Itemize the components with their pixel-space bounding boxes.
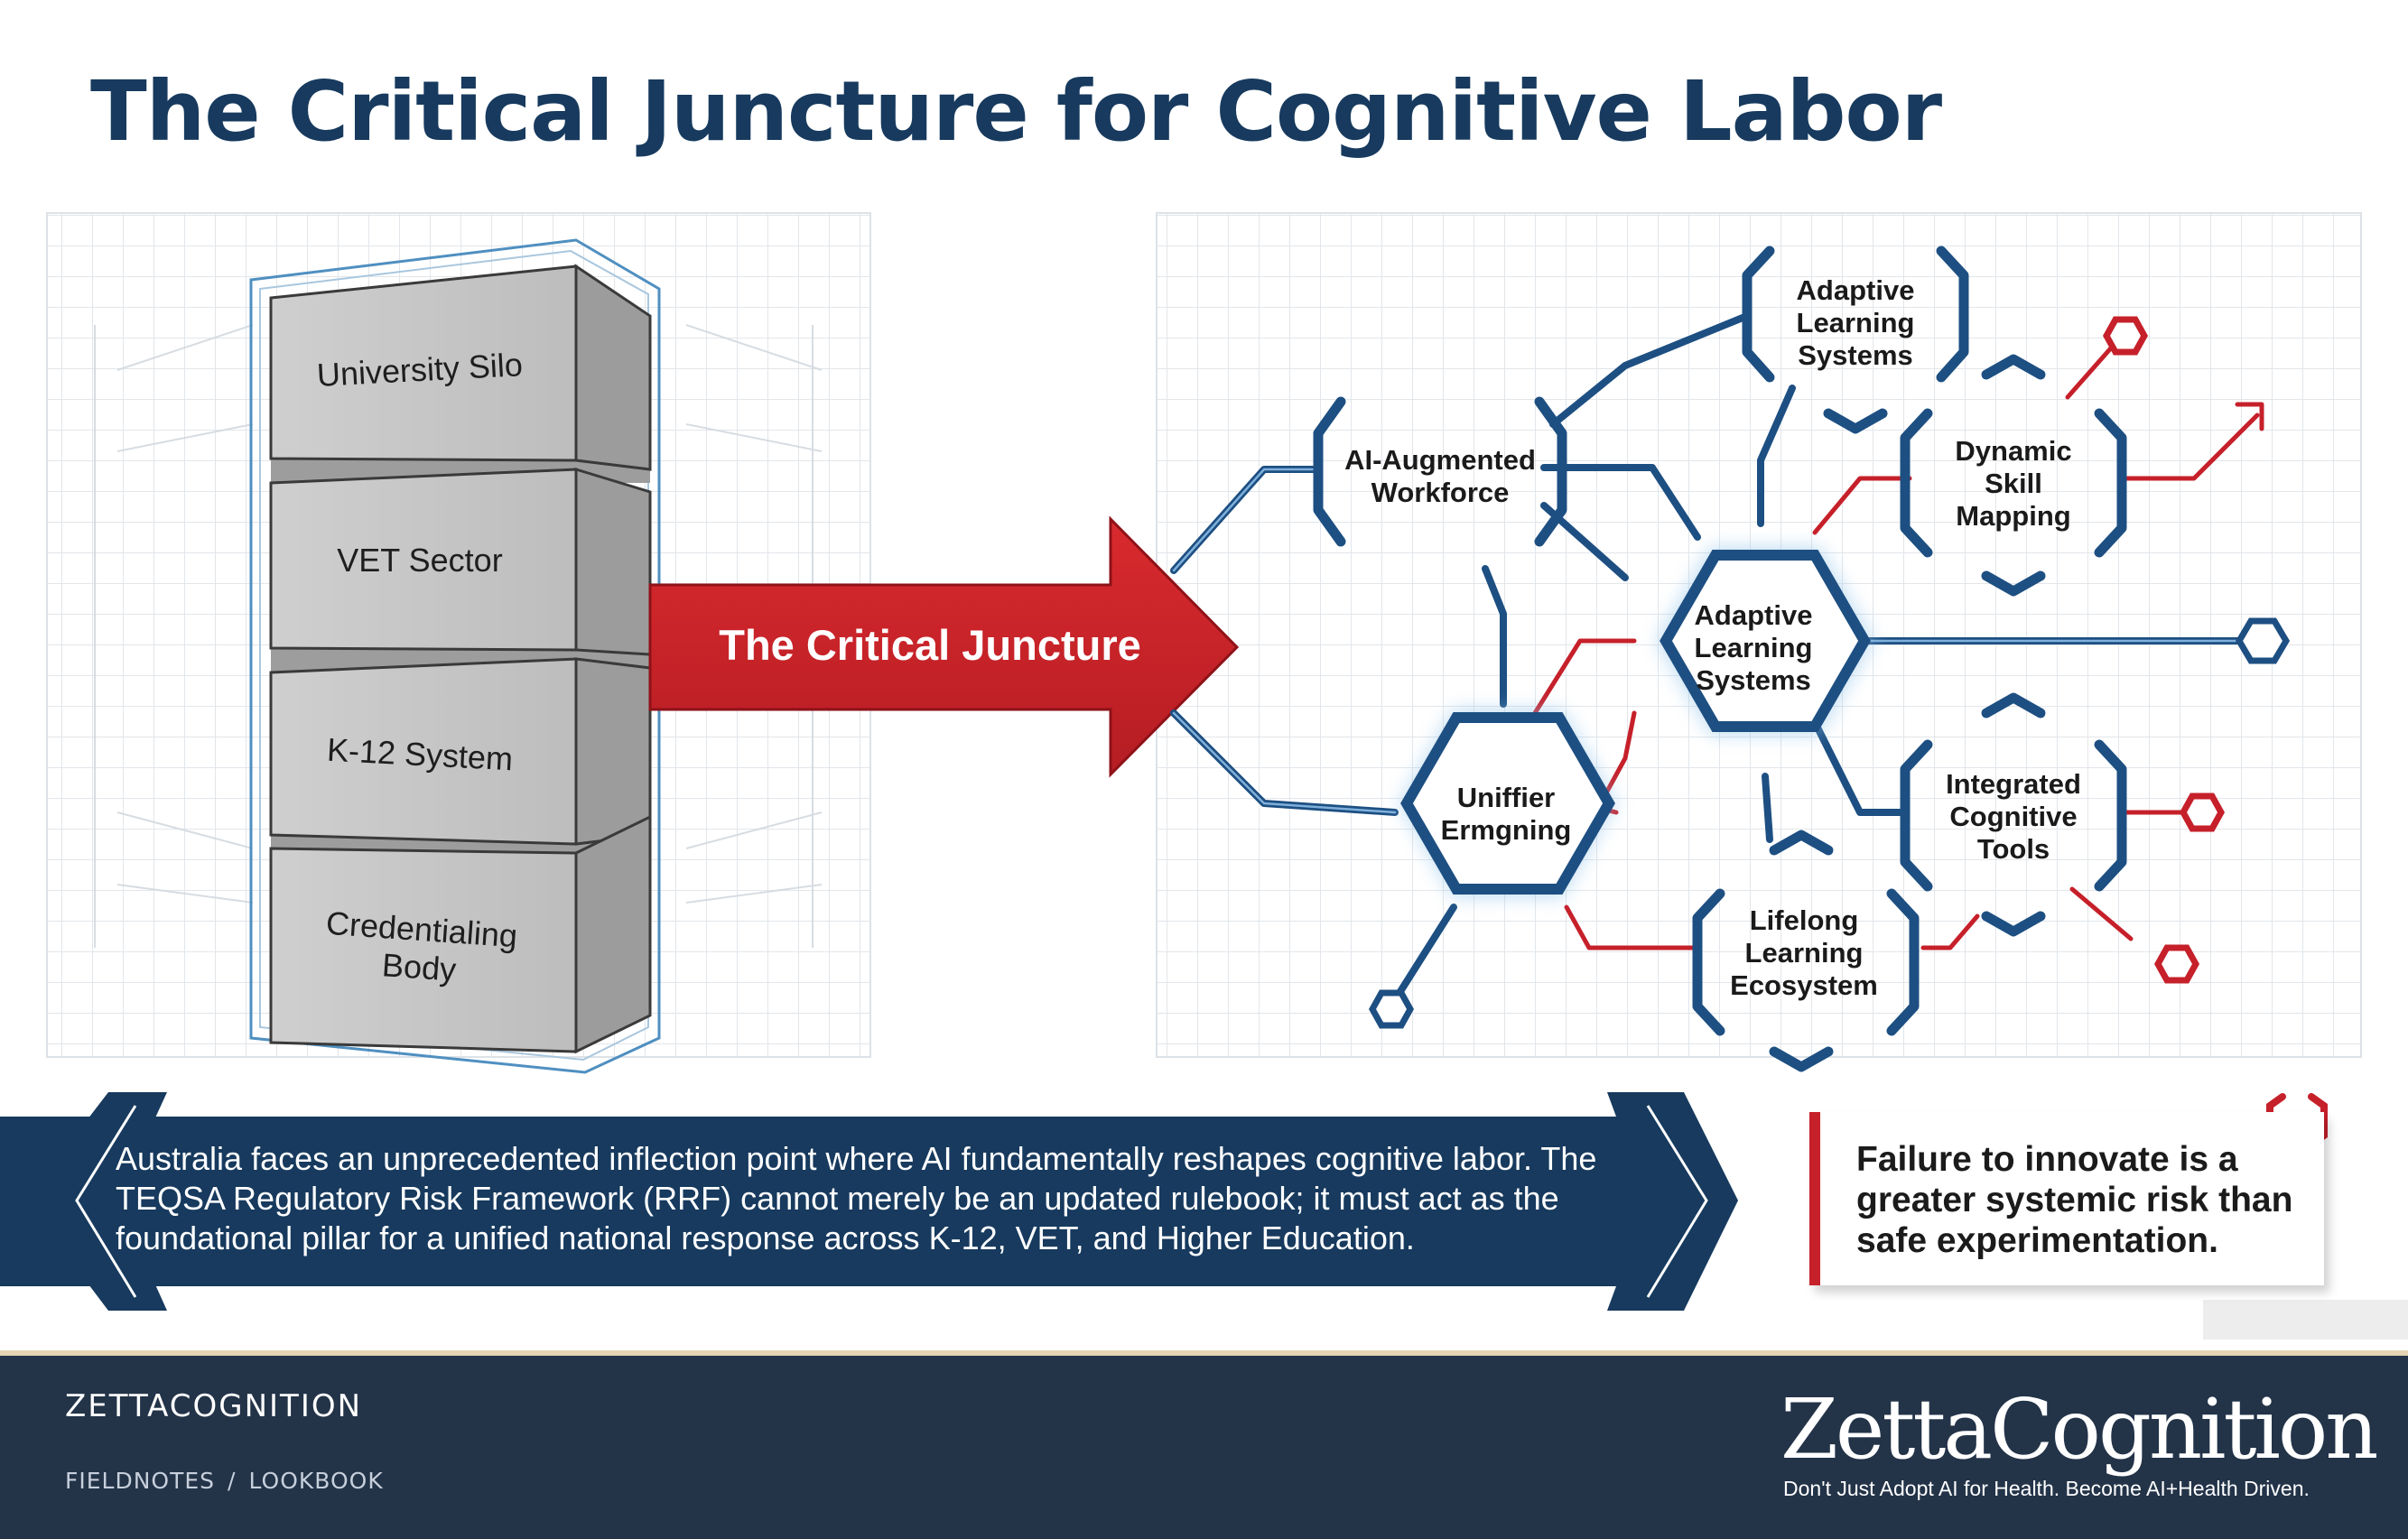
node-lifelong-line3: Ecosystem (1730, 969, 1878, 1001)
silo-vet: VET Sector (269, 467, 652, 656)
node-ai-workforce-line2: Workforce (1371, 477, 1510, 508)
node-integrated-line3: Tools (1977, 833, 2050, 865)
node-ai-workforce-line1: AI-Augmented (1344, 444, 1536, 476)
footer-brand: ZETTACOGNITION (65, 1388, 363, 1424)
node-labels: AI-Augmented Workforce Adaptive Learning… (1344, 274, 2081, 1001)
node-ai-workforce-shape (1313, 396, 1567, 547)
node-integrated-shape (1900, 692, 2127, 937)
footer (0, 1356, 2408, 1539)
silo-university: University Silo (269, 264, 652, 471)
breadcrumb-fieldnotes[interactable]: FIELDNOTES (65, 1468, 216, 1494)
callout-text: Failure to innovate is a greater systemi… (1856, 1140, 2293, 1260)
silo-credentialing: Credentialing Body (269, 814, 652, 1054)
node-dynamic-skill-line1: Dynamic (1955, 435, 2071, 467)
trend-arrow-head (2235, 402, 2264, 431)
critical-juncture-arrow: The Critical Juncture (648, 515, 1240, 778)
node-adaptive-center-line1: Adaptive (1695, 599, 1813, 631)
node-unifier-shape (1400, 712, 1615, 895)
node-dynamic-skill-shape (1900, 354, 2127, 597)
bracket-nodes (1313, 246, 2127, 1072)
footer-tagline: Don't Just Adopt AI for Health. Become A… (1783, 1477, 2310, 1500)
node-adaptive-top-line1: Adaptive (1797, 274, 1915, 306)
node-integrated-line1: Integrated (1946, 768, 2081, 800)
silo-stack: University Silo VET Sector K-12 System C… (249, 238, 661, 1074)
node-adaptive-top-shape (1742, 246, 1969, 434)
node-adaptive-center-shape (1660, 550, 1871, 732)
zettacognition-logo: ZettaCognition (1780, 1381, 2379, 1478)
silo-outline-inner (259, 249, 649, 1062)
summary-banner (0, 1092, 1738, 1311)
hex-nodes (1400, 550, 1871, 895)
node-adaptive-center-line2: Learning (1695, 632, 1813, 663)
breadcrumb: FIELDNOTES/LOOKBOOK (65, 1468, 384, 1494)
node-lifelong-shape (1692, 830, 1920, 1072)
callout-accent-bar (1809, 1112, 1820, 1285)
end-hexes (1368, 316, 2291, 1029)
node-adaptive-top-line3: Systems (1798, 339, 1913, 371)
perspective-lines (94, 324, 823, 948)
page-title: The Critical Juncture for Cognitive Labo… (90, 63, 1942, 160)
node-dynamic-skill-line3: Mapping (1956, 500, 2070, 532)
node-unifier-line2: Ermgning (1441, 814, 1572, 846)
risk-callout: Failure to innovate is a greater systemi… (1809, 1112, 2324, 1285)
silo-credentialing-label-line2: Body (381, 946, 458, 988)
silo-k12: K-12 System (269, 657, 652, 846)
node-lifelong-line2: Learning (1745, 937, 1864, 969)
node-lifelong-line1: Lifelong (1750, 904, 1859, 936)
node-unifier-line1: Unifﬁer (1457, 782, 1556, 813)
node-dynamic-skill-line2: Skill (1985, 468, 2042, 499)
node-adaptive-top-line2: Learning (1797, 307, 1915, 338)
silo-vet-label: VET Sector (337, 542, 502, 579)
node-integrated-line2: Cognitive (1949, 801, 2077, 832)
summary-text: Australia faces an unprecedented inflect… (116, 1140, 1597, 1256)
footer-divider (0, 1350, 2408, 1356)
silo-outline (249, 238, 661, 1074)
arrow-label: The Critical Juncture (719, 621, 1141, 669)
breadcrumb-lookbook[interactable]: LOOKBOOK (248, 1468, 384, 1494)
node-adaptive-center-line3: Systems (1696, 664, 1811, 696)
shadow-strip (2203, 1300, 2408, 1340)
